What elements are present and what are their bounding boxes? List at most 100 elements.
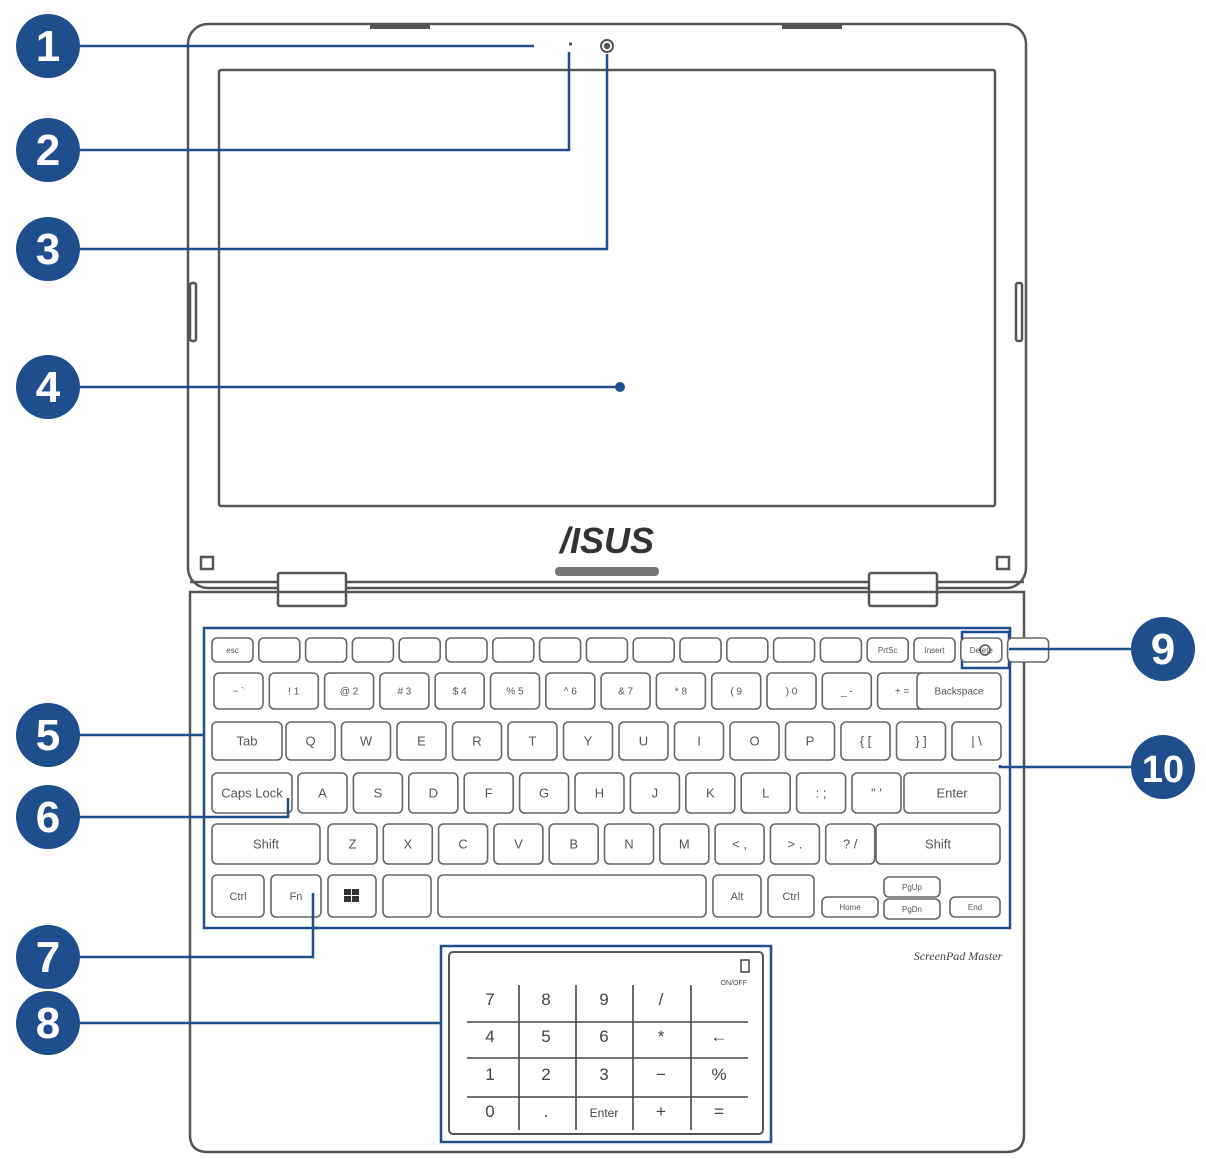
key: @ 2: [323, 672, 375, 710]
callout-line-2: [80, 52, 571, 152]
key: C: [437, 823, 489, 865]
key-cap: [603, 823, 655, 865]
key-label: M: [679, 837, 690, 852]
numpad-key: 5: [541, 1027, 550, 1046]
key-cap: [712, 874, 762, 918]
callout-badge: [1131, 735, 1195, 799]
key-label: < ,: [732, 837, 747, 852]
key-label: PgUp: [902, 883, 923, 892]
key-label: Home: [839, 903, 861, 912]
key: Tab: [211, 721, 283, 761]
key-cap: [398, 637, 442, 663]
key: T: [507, 721, 558, 761]
key-label: A: [318, 786, 327, 801]
key: E: [396, 721, 447, 761]
key: [351, 637, 395, 663]
callout-number: 6: [36, 793, 60, 842]
key: : ;: [795, 772, 847, 814]
windows-icon: [344, 889, 359, 902]
key-label: Insert: [924, 646, 945, 655]
key-label: $ 4: [453, 687, 467, 698]
key: N: [603, 823, 655, 865]
callout-badge: [16, 925, 80, 989]
key-cap: [883, 876, 941, 898]
numpad-key: 0: [485, 1102, 494, 1121]
key: Ctrl: [767, 874, 815, 918]
key: [445, 637, 488, 663]
key: F: [463, 772, 515, 814]
numpad-key: =: [714, 1102, 724, 1121]
key: A: [297, 772, 348, 814]
numpad-key: 3: [599, 1065, 608, 1084]
hinge-left: [276, 571, 348, 608]
key: ( 9: [710, 672, 762, 710]
key-cap: [769, 823, 821, 865]
side-button-left: [188, 281, 198, 343]
lid-corner-left: [199, 555, 215, 571]
key-label: R: [472, 734, 481, 749]
key-cap: [824, 823, 876, 865]
key-label: Shift: [925, 837, 951, 852]
key-label: S: [374, 786, 383, 801]
key-cap: [211, 874, 265, 918]
callout-lines: [80, 44, 1132, 1025]
numpad-key: .: [544, 1102, 549, 1121]
key-cap: [297, 772, 348, 814]
key-cap: [673, 721, 725, 761]
key-label: Fn: [290, 891, 303, 903]
callout-badge: [16, 991, 80, 1055]
key-cap: [949, 896, 1001, 918]
key: G: [518, 772, 570, 814]
key-cap: [658, 823, 710, 865]
key: Caps Lock: [211, 772, 293, 814]
key: V: [493, 823, 544, 865]
key: [538, 637, 582, 663]
hinge: [190, 567, 1024, 608]
key-cap: [437, 874, 707, 918]
key-cap: [714, 823, 765, 865]
key-cap: [772, 637, 816, 663]
key: Alt: [712, 874, 762, 918]
key-cap: [285, 721, 336, 761]
key-cap: [629, 772, 681, 814]
key-label: G: [539, 786, 549, 801]
key: U: [618, 721, 669, 761]
key-cap: [574, 772, 625, 814]
key: < ,: [714, 823, 765, 865]
callout-number: 8: [36, 999, 60, 1048]
key: X: [382, 823, 434, 865]
key-cap: [544, 672, 596, 710]
lid-corner-right: [995, 555, 1011, 571]
key-label: Ctrl: [229, 891, 246, 903]
key-cap: [304, 637, 348, 663]
key-label: Y: [584, 734, 593, 749]
callout-4: 4: [16, 355, 80, 419]
numpad-key: %: [711, 1065, 726, 1084]
key: { [: [840, 721, 891, 761]
numpad-key: 9: [599, 990, 608, 1009]
key-label: & 7: [618, 687, 633, 698]
key-cap: [463, 772, 515, 814]
key-label: : ;: [816, 786, 827, 801]
key: " ': [851, 772, 902, 814]
key: Shift: [875, 823, 1001, 865]
key-cap: [211, 823, 321, 865]
key: I: [673, 721, 725, 761]
key: % 5: [489, 672, 541, 710]
key-cap: [562, 721, 614, 761]
key: D: [407, 772, 459, 814]
key-label: T: [529, 734, 537, 749]
hinge-right: [867, 571, 939, 608]
key-cap: [270, 874, 322, 918]
key-cap: [767, 874, 815, 918]
key-cap: [396, 721, 447, 761]
numpad-key: *: [658, 1027, 665, 1046]
numpad-key: Enter: [590, 1106, 619, 1120]
key-cap: [538, 637, 582, 663]
numpad-key: −: [656, 1065, 666, 1084]
key-cap: [784, 721, 836, 761]
key: [679, 637, 722, 663]
key-label: % 5: [506, 687, 524, 698]
key: [585, 637, 629, 663]
callout-line-6: [80, 798, 290, 819]
